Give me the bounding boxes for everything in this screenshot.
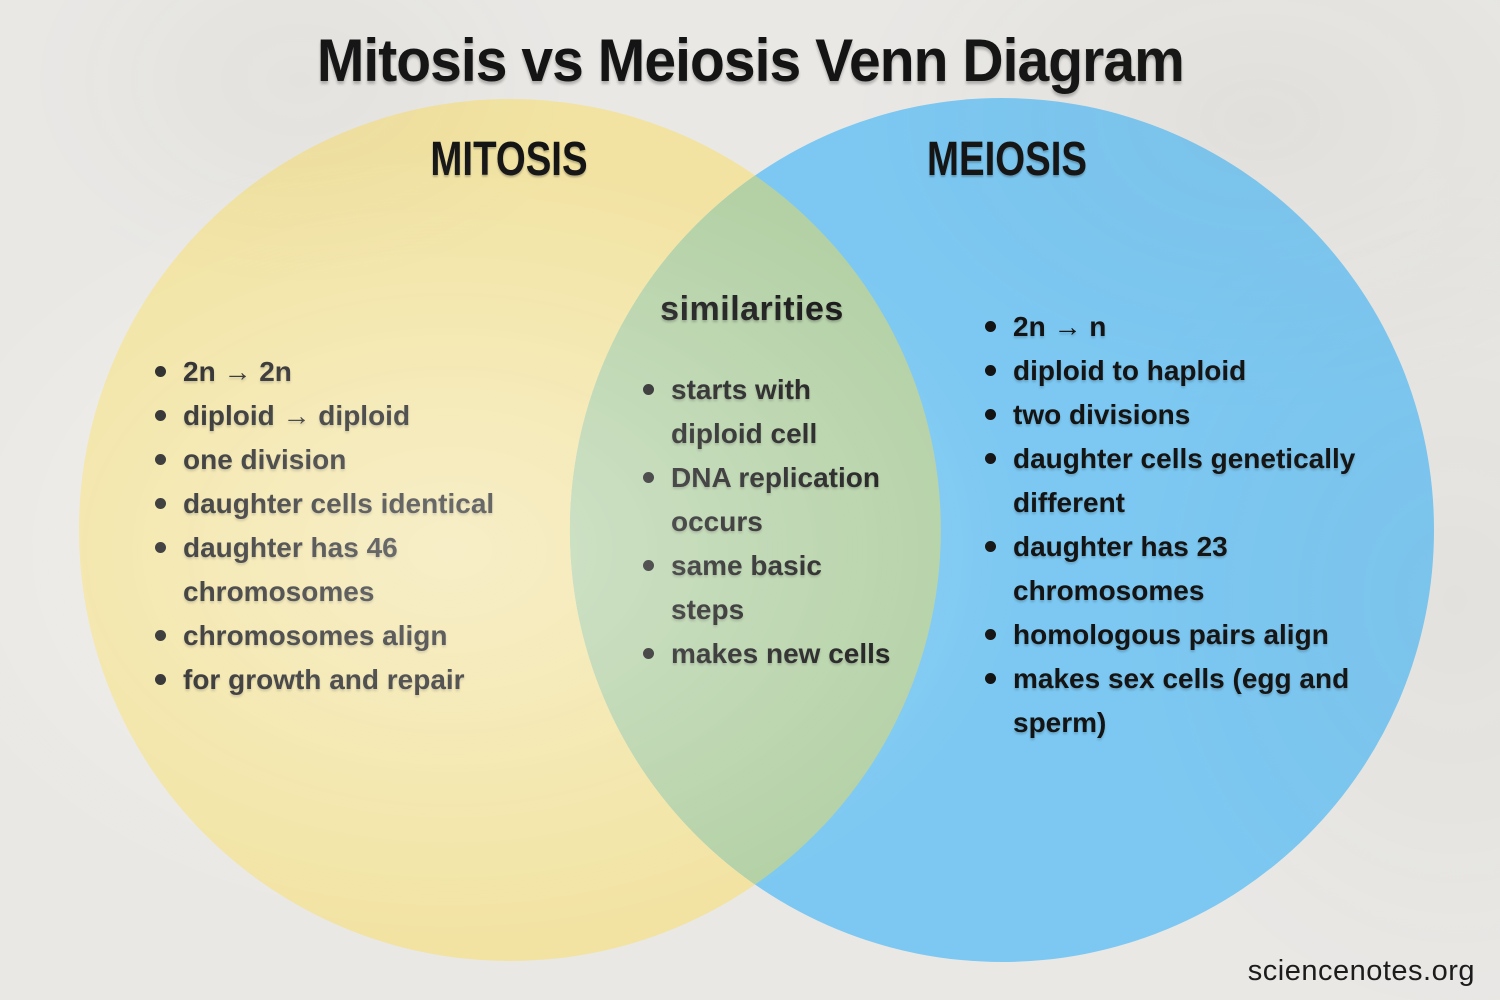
meiosis-list-item: two divisions (983, 393, 1453, 437)
similarities-list-item: makes new cells (641, 632, 941, 676)
mitosis-list-item: daughter has 46 chromosomes (153, 526, 623, 614)
mitosis-list-item: daughter cells identical (153, 482, 623, 526)
meiosis-list: 2n → n diploid to haploid two divisions … (983, 305, 1453, 745)
meiosis-list-item: daughter cells genetically different (983, 437, 1453, 525)
mitosis-list-item: for growth and repair (153, 658, 623, 702)
similarities-list-item: same basic steps (641, 544, 941, 632)
mitosis-list-item: diploid → diploid (153, 394, 623, 438)
watermark: sciencenotes.org (1247, 955, 1475, 987)
similarities-list-item: DNA replication occurs (641, 456, 941, 544)
similarities-label-text: similarities (660, 290, 844, 328)
overlap-lens (569, 175, 941, 885)
meiosis-list-item: daughter has 23 chromosomes (983, 525, 1453, 613)
meiosis-list-item: 2n → n (983, 305, 1453, 349)
page-title: Mitosis vs Meiosis Venn Diagram (0, 26, 1500, 95)
page-title-text: Mitosis vs Meiosis Venn Diagram (316, 27, 1184, 94)
meiosis-label-text: MEIOSIS (926, 133, 1088, 186)
similarities-label: similarities (660, 290, 844, 329)
mitosis-label-text: MITOSIS (430, 133, 588, 186)
similarities-list-item: starts with diploid cell (641, 368, 941, 456)
mitosis-list: 2n → 2n diploid → diploid one division d… (153, 350, 623, 702)
mitosis-label: MITOSIS (411, 132, 607, 187)
meiosis-list-item: homologous pairs align (983, 613, 1453, 657)
similarities-list: starts with diploid cell DNA replication… (641, 368, 941, 676)
mitosis-list-item: one division (153, 438, 623, 482)
meiosis-list-item: diploid to haploid (983, 349, 1453, 393)
mitosis-list-item: chromosomes align (153, 614, 623, 658)
meiosis-list-item: makes sex cells (egg and sperm) (983, 657, 1453, 745)
meiosis-label: MEIOSIS (907, 132, 1107, 187)
mitosis-list-item: 2n → 2n (153, 350, 623, 394)
